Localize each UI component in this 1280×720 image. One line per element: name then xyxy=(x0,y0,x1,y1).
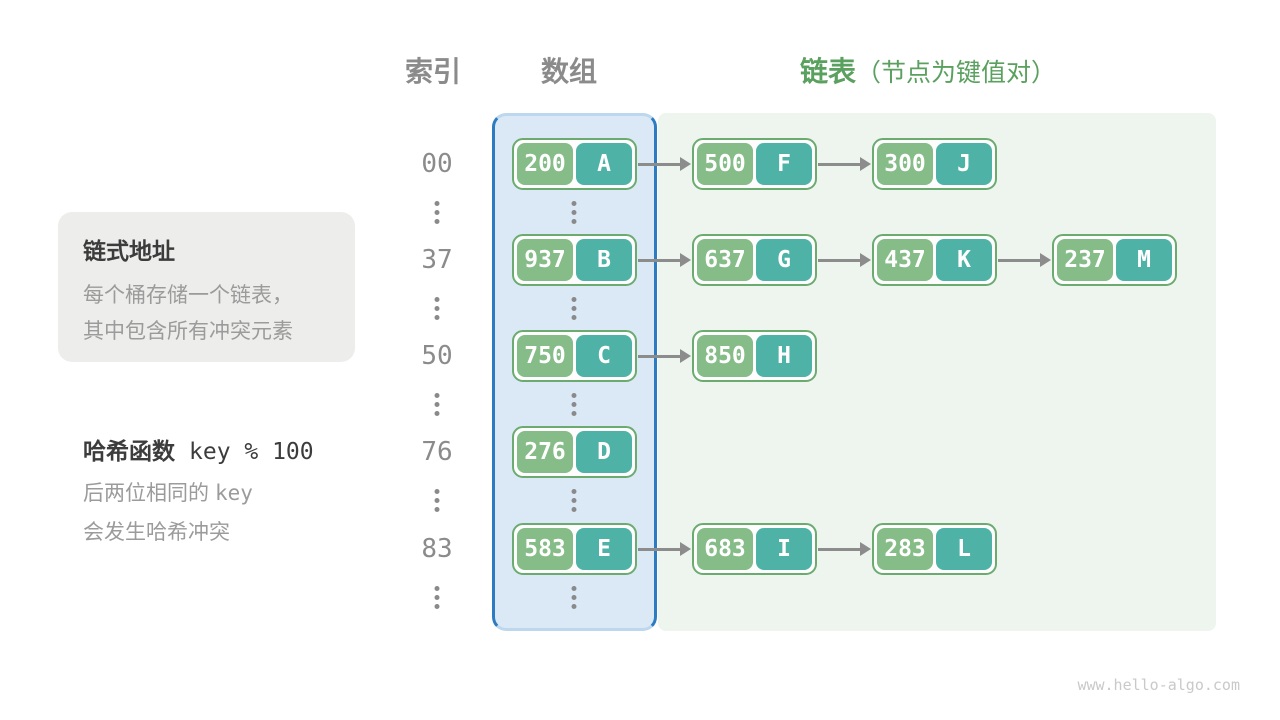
key-cell: 750 xyxy=(517,335,573,377)
value-cell: D xyxy=(576,431,632,473)
key-cell: 437 xyxy=(877,239,933,281)
hash-note-line-2: 会发生哈希冲突 xyxy=(83,521,230,545)
value-cell: F xyxy=(756,143,812,185)
bucket-index-label: 00 xyxy=(421,149,453,179)
next-pointer-arrow xyxy=(638,253,691,267)
next-pointer-arrow xyxy=(638,349,691,363)
key-cell: 683 xyxy=(697,528,753,570)
hash-note-line-1-text: 后两位相同的 xyxy=(83,482,209,505)
callout-line-1: 每个桶存储一个链表， xyxy=(83,284,293,307)
ellipsis-dots xyxy=(571,489,577,512)
next-pointer-arrow xyxy=(818,253,871,267)
hash-function-note: 哈希函数 key % 100 后两位相同的 key 会发生哈希冲突 xyxy=(83,432,314,547)
ellipsis-dots xyxy=(571,586,577,609)
value-cell: E xyxy=(576,528,632,570)
hash-function-expression: key % 100 xyxy=(189,439,314,465)
bucket-index-label: 76 xyxy=(421,437,453,467)
ellipsis-dots xyxy=(434,489,440,512)
value-cell: L xyxy=(936,528,992,570)
next-pointer-arrow xyxy=(818,542,871,556)
value-cell: B xyxy=(576,239,632,281)
hash-function-title-text: 哈希函数 xyxy=(83,438,175,464)
header-index-label: 索引 xyxy=(404,56,462,87)
ellipsis-dots xyxy=(571,201,577,224)
value-cell: K xyxy=(936,239,992,281)
value-cell: M xyxy=(1116,239,1172,281)
bucket-index-label: 83 xyxy=(421,534,453,564)
callout-line-2: 其中包含所有冲突元素 xyxy=(83,320,293,344)
value-cell: I xyxy=(756,528,812,570)
header-list-main: 链表 xyxy=(800,56,857,87)
key-cell: 300 xyxy=(877,143,933,185)
value-cell: J xyxy=(936,143,992,185)
header-list-note: （节点为键值对） xyxy=(856,59,1057,87)
chaining-callout-box: 链式地址 每个桶存储一个链表， 其中包含所有冲突元素 xyxy=(58,212,355,362)
key-cell: 637 xyxy=(697,239,753,281)
hash-note-line-1: 后两位相同的 key xyxy=(83,480,314,507)
ellipsis-dots xyxy=(434,297,440,320)
key-cell: 937 xyxy=(517,239,573,281)
next-pointer-arrow xyxy=(638,157,691,171)
value-cell: H xyxy=(756,335,812,377)
callout-title: 链式地址 xyxy=(83,238,175,264)
ellipsis-dots xyxy=(434,393,440,416)
ellipsis-dots xyxy=(571,393,577,416)
next-pointer-arrow xyxy=(818,157,871,171)
bucket-index-label: 37 xyxy=(421,245,453,275)
key-cell: 276 xyxy=(517,431,573,473)
header-list-label: 链表 （节点为键值对） xyxy=(800,50,1056,90)
ellipsis-dots xyxy=(434,586,440,609)
value-cell: C xyxy=(576,335,632,377)
next-pointer-arrow xyxy=(998,253,1051,267)
watermark: www.hello-algo.com xyxy=(1077,676,1240,694)
hash-function-title: 哈希函数 key % 100 xyxy=(83,432,314,466)
key-cell: 200 xyxy=(517,143,573,185)
value-cell: A xyxy=(576,143,632,185)
hash-note-line-1-code: key xyxy=(215,481,253,505)
key-cell: 583 xyxy=(517,528,573,570)
ellipsis-dots xyxy=(571,297,577,320)
key-cell: 500 xyxy=(697,143,753,185)
header-array-label: 数组 xyxy=(540,56,598,87)
next-pointer-arrow xyxy=(638,542,691,556)
key-cell: 283 xyxy=(877,528,933,570)
key-cell: 850 xyxy=(697,335,753,377)
bucket-index-label: 50 xyxy=(421,341,453,371)
value-cell: G xyxy=(756,239,812,281)
ellipsis-dots xyxy=(434,201,440,224)
key-cell: 237 xyxy=(1057,239,1113,281)
